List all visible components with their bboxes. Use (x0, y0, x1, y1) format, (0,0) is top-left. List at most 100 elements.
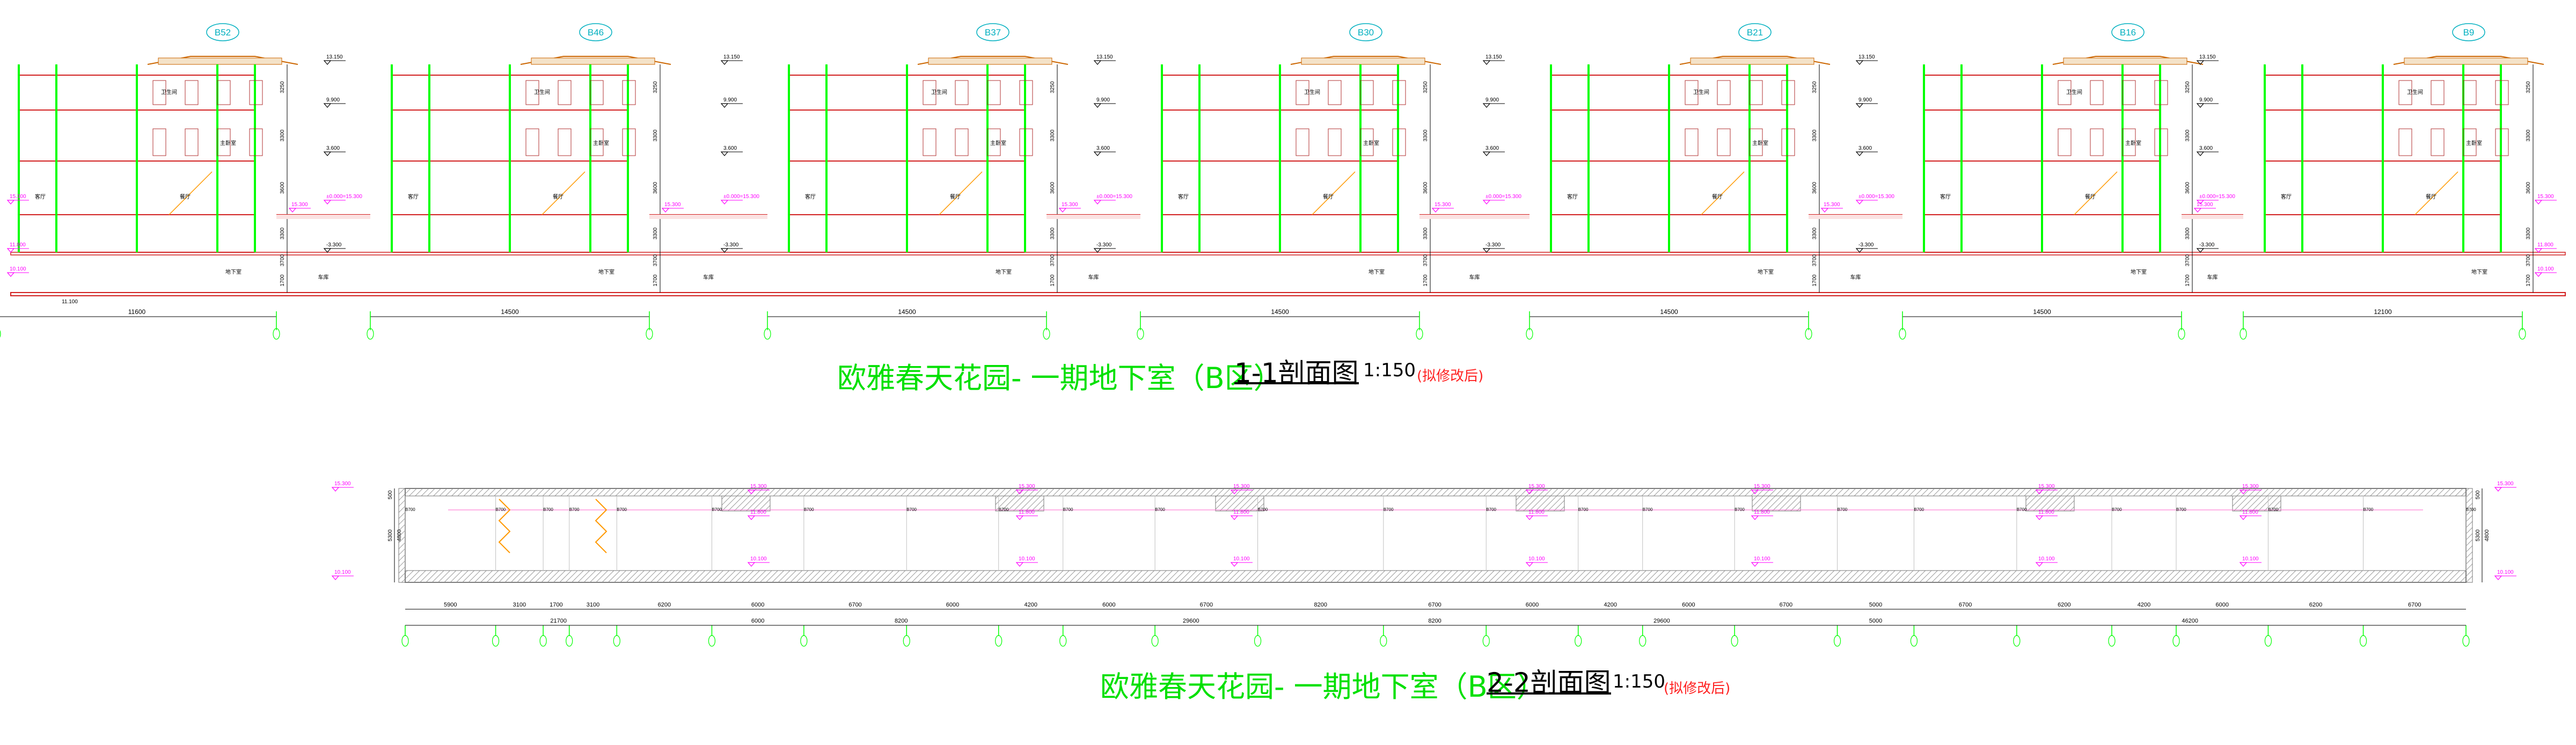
elevation-3600: 3.600 (723, 145, 737, 151)
elevation-marker (1482, 200, 1491, 204)
elevation-basement: -3.300 (1858, 242, 1874, 248)
elevation-marker (1093, 60, 1102, 65)
window (152, 128, 166, 156)
window (1749, 128, 1763, 156)
elevation-9900: 9.900 (326, 97, 340, 103)
elevation-marker (288, 208, 297, 213)
window (1392, 128, 1406, 156)
elevation-marker (1855, 151, 1864, 156)
beam-label: B700 (1063, 507, 1073, 512)
window (2122, 80, 2136, 105)
dim-vertical: 3250 (280, 81, 286, 93)
dim-vertical: 3300 (1423, 129, 1429, 142)
elevation-ground: ±0.000=15.300 (723, 194, 759, 200)
elevation-marker (2534, 248, 2543, 253)
elevation-marker (1855, 248, 1864, 253)
window (590, 80, 604, 105)
room-label-garage: 车库 (1850, 274, 1861, 281)
section-1-label: 1-1剖面图 (1234, 357, 1359, 389)
elevation-marker (1751, 515, 1759, 520)
room-label-bedroom: 主卧室 (2466, 140, 2482, 147)
side-dim-value: 5300 (387, 529, 393, 542)
elevation-11800: 11.800 (10, 242, 26, 248)
dim-vertical: 3300 (280, 129, 286, 142)
dim-vertical: 3250 (1423, 81, 1429, 93)
stair-flight (939, 171, 983, 215)
beam-label: B700 (2363, 507, 2374, 512)
elevation-marker (720, 103, 729, 108)
elevation-marker (1855, 200, 1864, 204)
axis-bubble (1482, 635, 1490, 647)
dim-vertical: 3700 (2185, 254, 2191, 266)
dim-row-1-value: 6200 (2309, 602, 2322, 608)
elevation-marker (1230, 562, 1239, 567)
beam-label: B700 (999, 507, 1009, 512)
axis-bubble (2172, 635, 2180, 647)
elevation-roof: 13.150 (326, 54, 343, 60)
elevation-9900: 9.900 (1485, 97, 1499, 103)
building-tag: B30 (1358, 27, 1374, 38)
window (152, 80, 166, 105)
dim-row-1-value: 4200 (1604, 602, 1616, 608)
elevation-10100-right: 10.100 (2537, 266, 2554, 272)
elevation-top: 15.300 (2242, 484, 2259, 490)
dim-span: 14500 (2033, 308, 2051, 316)
elevation-marker (323, 200, 332, 204)
elevation-marker (1015, 515, 1024, 520)
dim-vertical: 3700 (1423, 254, 1429, 266)
dim-vertical: 3300 (2526, 129, 2531, 142)
window (2463, 128, 2477, 156)
window (2090, 80, 2104, 105)
elevation-15300: 15.300 (10, 194, 26, 200)
dim-vertical: 1700 (653, 274, 658, 287)
elevation-marker (661, 208, 670, 213)
dim-vertical: 3250 (653, 81, 658, 93)
dim-row-1-value: 5000 (1869, 602, 1882, 608)
axis-bubble (1575, 635, 1582, 647)
elevation-marker (1431, 208, 1440, 213)
elevation-garage-top: 15.300 (291, 202, 308, 208)
stair-flight (1312, 171, 1356, 215)
dim-row-2-value: 8200 (1428, 618, 1441, 624)
axis-bubble (995, 635, 1002, 647)
dim-row-1-value: 6000 (946, 602, 959, 608)
elevation-marker (1093, 248, 1102, 253)
elevation-marker (331, 575, 340, 580)
elevation-15300-right: 15.300 (2537, 194, 2554, 200)
dim-span: 12100 (2374, 308, 2392, 316)
elevation-marker (1525, 562, 1534, 567)
room-label-bath: 卫生间 (534, 89, 550, 96)
elevation-3600: 3.600 (2199, 145, 2213, 151)
building-tag-outline (1349, 23, 1382, 41)
building-tag: B16 (2120, 27, 2136, 38)
room-label-bedroom: 主卧室 (220, 140, 236, 147)
axis-bubble (0, 330, 1, 338)
window (185, 80, 199, 105)
dim-row-1-value: 4200 (1024, 602, 1037, 608)
stair-flight (169, 171, 213, 215)
axis-bubble (2359, 635, 2367, 647)
window (2398, 128, 2412, 156)
garage-roof-fill (649, 215, 767, 219)
room-label-living: 客厅 (408, 193, 419, 200)
elevation-marker (1820, 208, 1829, 213)
beam-label: B700 (1384, 507, 1394, 512)
axis-bubble (1805, 328, 1812, 340)
room-label-garage: 车库 (1469, 274, 1480, 281)
building-tag-outline (206, 23, 239, 41)
elevation-marker (2196, 248, 2205, 253)
beam-label: B700 (2466, 507, 2476, 512)
elevation-marker (1751, 562, 1759, 567)
elevation-mid: 11.800 (2242, 509, 2258, 515)
elevation-bottom: 10.100 (2242, 556, 2259, 562)
window (249, 80, 263, 105)
elevation-marker (1482, 151, 1491, 156)
window (525, 80, 539, 105)
elevation-bottom: 10.100 (1754, 556, 1770, 562)
dim-vertical: 3300 (1812, 129, 1818, 142)
beam-label: B700 (1735, 507, 1745, 512)
elevation-roof: 13.150 (1485, 54, 1502, 60)
elevation-marker (1855, 60, 1864, 65)
elevation-top: 15.300 (750, 484, 767, 490)
